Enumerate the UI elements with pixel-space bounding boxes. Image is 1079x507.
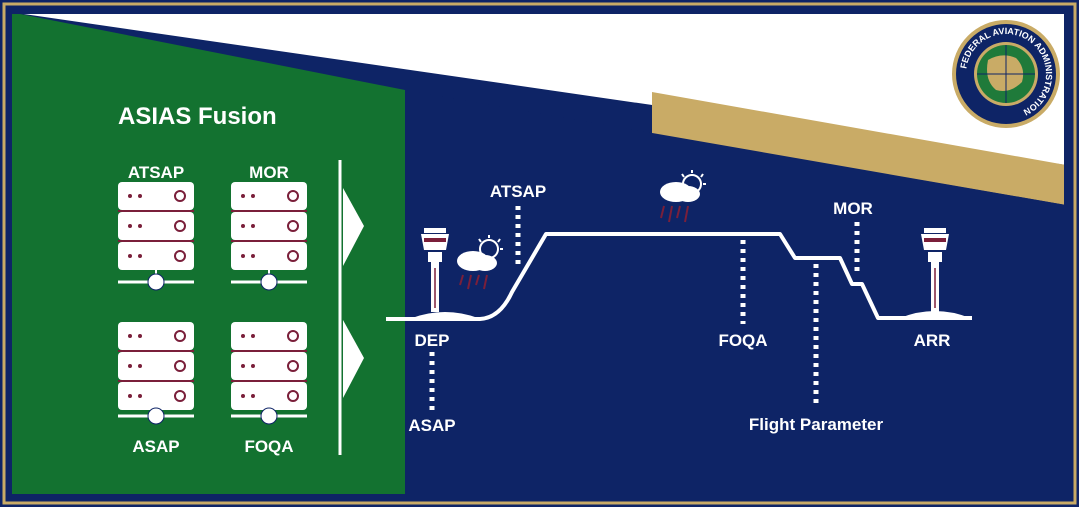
server-label: FOQA (244, 437, 293, 456)
server-asap: ASAP (118, 322, 194, 456)
server-icon (231, 182, 307, 291)
atsap-label: ATSAP (490, 182, 546, 201)
chevron-right-icon (343, 320, 364, 398)
server-icon (231, 322, 307, 425)
diagram-title: ASIAS Fusion (118, 103, 277, 130)
storm-cloud-icon (660, 170, 706, 223)
server-label: ATSAP (128, 163, 184, 182)
storm-cloud-icon (457, 235, 503, 290)
chevron-right-icon (343, 188, 364, 266)
control-tower-icon (921, 228, 949, 312)
inner-border (8, 10, 1068, 498)
gold-band (652, 92, 1066, 205)
flight-path (386, 232, 972, 321)
flight-parameter-label: Flight Parameter (749, 415, 884, 434)
mor-label: MOR (833, 199, 873, 218)
asap-label: ASAP (408, 416, 455, 435)
server-label: ASAP (132, 437, 179, 456)
server-icon (118, 182, 194, 291)
control-tower-icon (421, 228, 449, 312)
server-icon (118, 322, 194, 425)
navy-panel (405, 90, 1066, 496)
faa-seal-icon: FEDERAL AVIATION ADMINISTRATION (952, 20, 1060, 128)
dep-label: DEP (415, 331, 450, 350)
arrival-ground (900, 311, 970, 318)
server-label: MOR (249, 163, 289, 182)
server-mor: MOR (231, 163, 307, 291)
arr-label: ARR (914, 331, 951, 350)
departure-ground (412, 312, 478, 318)
server-foqa: FOQA (231, 322, 307, 456)
foqa-label: FOQA (718, 331, 767, 350)
server-atsap: ATSAP (118, 163, 194, 291)
